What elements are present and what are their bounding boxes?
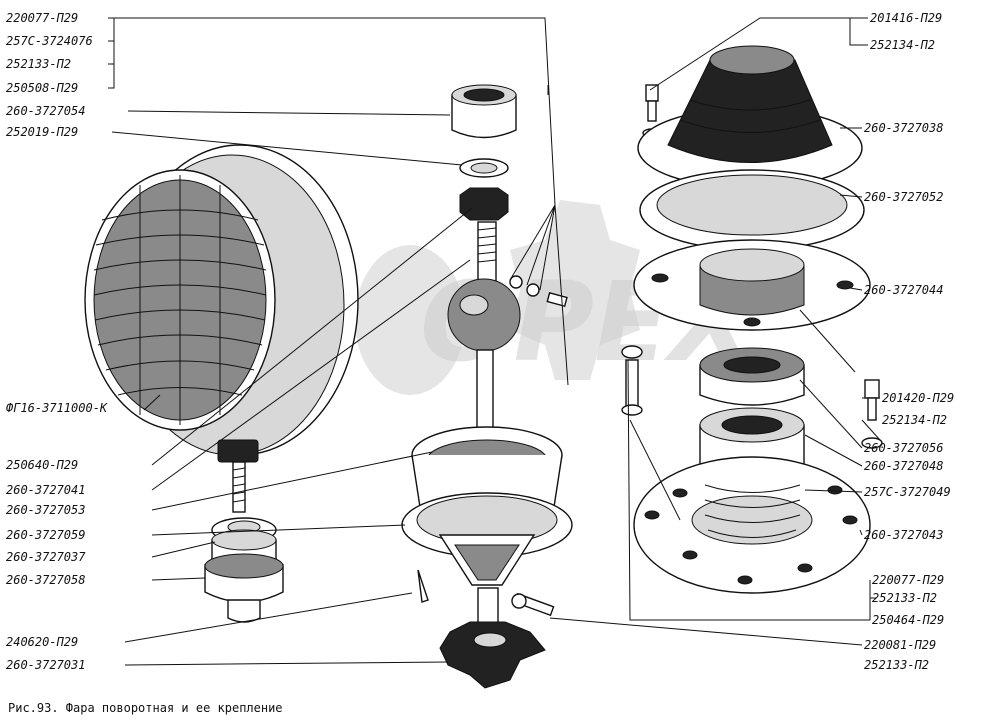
- label-252134-p2-top: 252134-П2: [870, 38, 935, 52]
- label-252134-p2-mid: 252134-П2: [882, 413, 947, 427]
- label-252133-p2-right: 252133-П2: [872, 591, 937, 605]
- label-260-3727038: 260-3727038: [864, 121, 943, 135]
- left-callout-labels: 220077-П29 257С-3724076 252133-П2 250508…: [6, 11, 108, 672]
- label-260-3727059: 260-3727059: [6, 528, 85, 542]
- headlamp-grille: [93, 175, 267, 425]
- label-260-3727031: 260-3727031: [6, 658, 85, 672]
- label-252133-p2-left: 252133-П2: [6, 57, 71, 71]
- headlamp-assembly: [84, 144, 359, 623]
- label-201420-p29: 201420-П29: [882, 391, 954, 405]
- label-260-3727056: 260-3727056: [864, 441, 943, 455]
- label-260-3727043: 260-3727043: [864, 528, 943, 542]
- label-220081-p29: 220081-П29: [864, 638, 936, 652]
- label-240620-p29: 240620-П29: [6, 635, 78, 649]
- label-220077-p29-right: 220077-П29: [872, 573, 944, 587]
- label-250508-p29: 250508-П29: [6, 81, 78, 95]
- label-257s-3724076: 257С-3724076: [6, 34, 93, 48]
- label-260-3727052: 260-3727052: [864, 190, 943, 204]
- label-fg16-3711000-k: ФГ16-3711000-К: [6, 401, 108, 415]
- leader-lines: [108, 17, 881, 666]
- label-260-3727037: 260-3727037: [6, 550, 86, 564]
- label-252019-p29: 252019-П29: [6, 125, 78, 139]
- label-260-3727044: 260-3727044: [864, 283, 943, 297]
- label-252133-p2-bottom: 252133-П2: [864, 658, 929, 672]
- right-callout-labels: 201416-П29 252134-П2 260-3727038 260-372…: [864, 11, 954, 672]
- label-260-3727058: 260-3727058: [6, 573, 85, 587]
- label-250464-p29: 250464-П29: [872, 613, 944, 627]
- label-257s-3727049: 257С-3727049: [864, 485, 951, 499]
- label-260-3727041: 260-3727041: [6, 483, 85, 497]
- label-201416-p29: 201416-П29: [870, 11, 942, 25]
- label-220077-p29-left: 220077-П29: [6, 11, 78, 25]
- label-260-3727054: 260-3727054: [6, 104, 85, 118]
- figure-caption: Рис.93. Фара поворотная и ее крепление: [8, 701, 283, 715]
- swivel-shaft-assembly: [401, 84, 573, 689]
- mounting-column-assembly: [621, 45, 883, 594]
- label-260-3727048: 260-3727048: [864, 459, 943, 473]
- label-260-3727053: 260-3727053: [6, 503, 85, 517]
- label-250640-p29: 250640-П29: [6, 458, 78, 472]
